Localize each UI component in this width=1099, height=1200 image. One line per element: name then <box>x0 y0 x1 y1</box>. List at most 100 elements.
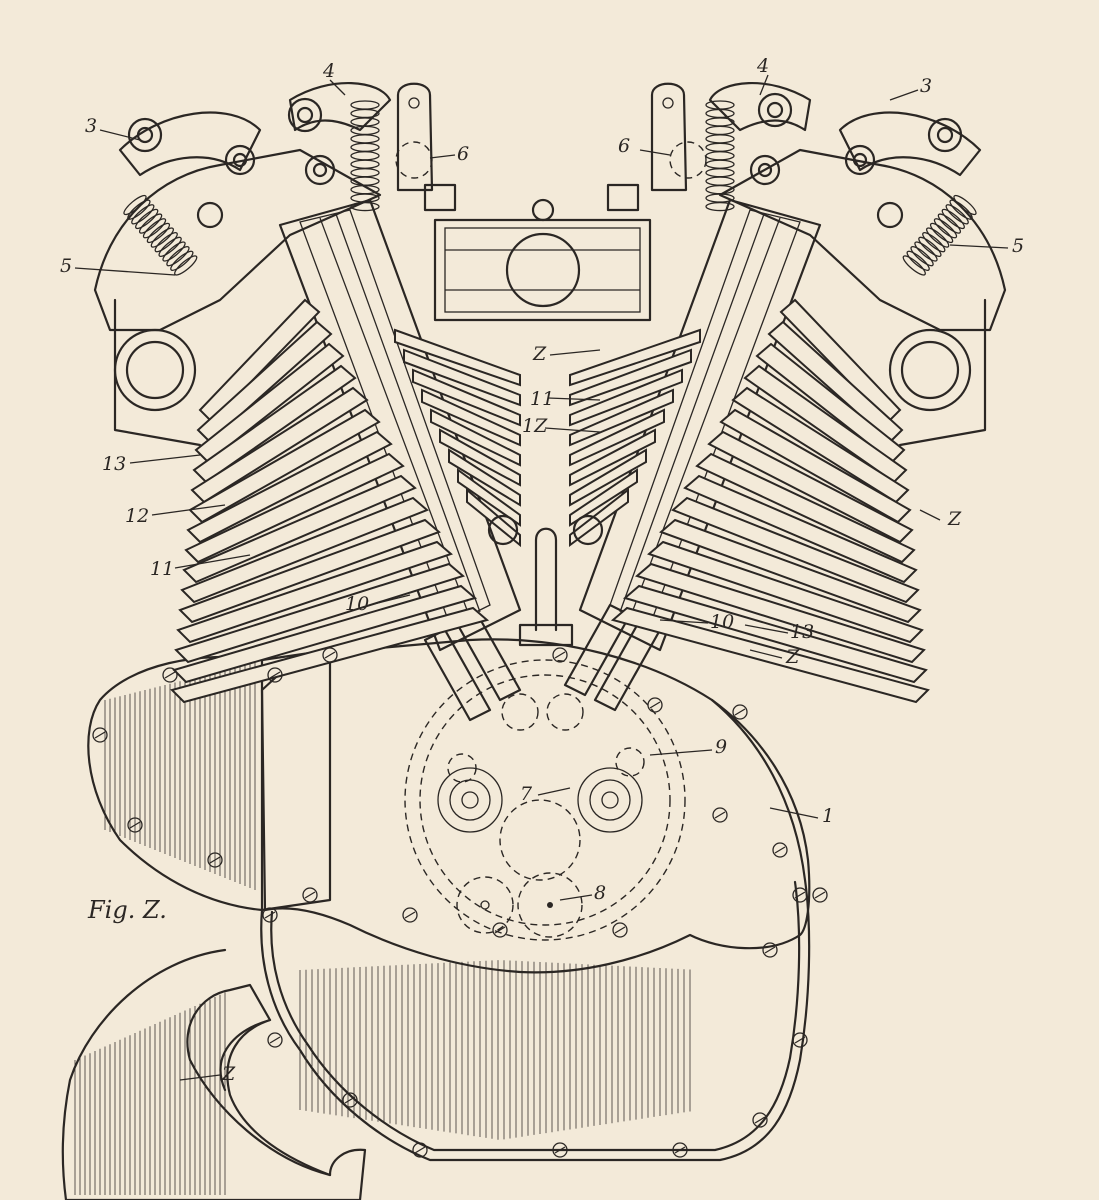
screw-slot <box>414 1146 426 1154</box>
screw-slot <box>264 911 276 919</box>
center-fin <box>569 487 629 547</box>
valve-springs <box>123 100 977 276</box>
spring-coil <box>135 208 159 230</box>
cooling-fin <box>695 452 916 564</box>
spring-coil <box>910 246 934 267</box>
leader-line <box>549 349 601 356</box>
screw-head <box>262 907 278 923</box>
screw-slot <box>344 1096 356 1104</box>
center-fin <box>430 408 521 467</box>
center-fin <box>412 368 521 427</box>
spring-coil <box>953 194 977 216</box>
center-fin <box>569 328 701 387</box>
leader-line <box>749 649 783 659</box>
spring-coil <box>127 199 151 220</box>
reference-label: 13 <box>790 621 814 643</box>
spring-coil <box>929 222 954 244</box>
reference-label: 10 <box>710 611 734 633</box>
center-fin <box>569 468 638 527</box>
leader-line <box>537 787 571 796</box>
screw-slot <box>734 708 746 716</box>
screw-slot <box>129 821 141 829</box>
screw-ring <box>92 727 108 743</box>
screw-ring <box>792 887 808 903</box>
spring-coil <box>150 227 174 248</box>
screw-slot <box>794 1036 806 1044</box>
spring-coil <box>158 236 182 258</box>
screw-ring <box>402 907 418 923</box>
screw-head <box>302 887 318 903</box>
screw-slot <box>269 671 281 679</box>
screw-slot <box>554 651 566 659</box>
spring-coil <box>705 201 735 212</box>
screw-slot <box>674 1146 686 1154</box>
intake-manifold <box>423 183 652 322</box>
screw-ring <box>732 704 748 720</box>
screw-head <box>712 807 728 823</box>
left-head <box>93 148 382 447</box>
leader-line <box>329 79 346 96</box>
screw-head <box>732 704 748 720</box>
center-fin <box>466 487 521 548</box>
leader-line <box>544 427 601 433</box>
screw-ring <box>162 667 178 683</box>
leader-line <box>369 594 411 606</box>
gear-case-left <box>87 648 332 912</box>
reference-label: 3 <box>920 75 932 97</box>
screw-slot <box>304 891 316 899</box>
spring-coil <box>166 246 190 267</box>
cooling-fin <box>182 474 417 584</box>
reference-label: 6 <box>618 135 630 157</box>
screw-ring <box>492 922 508 938</box>
screw-slot <box>764 946 776 954</box>
spring-coil <box>142 218 167 239</box>
center-fin <box>421 388 521 447</box>
spring-coil <box>914 241 938 262</box>
leader-line <box>744 624 789 634</box>
screw-head <box>762 942 778 958</box>
cooling-fin <box>683 474 918 584</box>
screw-head <box>792 887 808 903</box>
valve-spring <box>123 194 198 276</box>
screw-slot <box>164 671 176 679</box>
screw-head <box>647 697 663 713</box>
screw-ring <box>752 1112 768 1128</box>
screw-slot <box>494 926 506 934</box>
spring-coil <box>162 241 186 262</box>
cooling-fin <box>707 430 914 544</box>
screw-slot <box>649 701 661 709</box>
center-fin <box>394 328 521 387</box>
screw-head <box>162 667 178 683</box>
screw-ring <box>792 1032 808 1048</box>
screw-head <box>752 1112 768 1128</box>
screw-slot <box>774 846 786 854</box>
valve-spring <box>350 100 380 212</box>
cooling-fin <box>647 540 924 644</box>
spring-coil <box>937 213 962 234</box>
cooling-fin <box>172 584 478 684</box>
cooling-fin <box>180 496 429 604</box>
reference-label: 3 <box>85 115 97 137</box>
screw-slot <box>404 911 416 919</box>
reference-label: 8 <box>594 882 606 904</box>
spring-coil <box>131 204 155 225</box>
reference-label: 11 <box>530 388 554 410</box>
leader-line <box>129 454 201 464</box>
screw-ring <box>267 667 283 683</box>
screw-head <box>402 907 418 923</box>
screw-ring <box>812 887 828 903</box>
right-cylinder <box>578 198 930 704</box>
screw-ring <box>127 817 143 833</box>
valve-spring <box>902 194 977 276</box>
screw-ring <box>772 842 788 858</box>
screw-ring <box>262 907 278 923</box>
reference-label: 4 <box>756 55 769 77</box>
screw-ring <box>712 807 728 823</box>
center-fin <box>569 348 692 407</box>
spring-coil <box>154 232 178 253</box>
cooling-fin <box>622 584 928 684</box>
right-head <box>718 148 1007 447</box>
